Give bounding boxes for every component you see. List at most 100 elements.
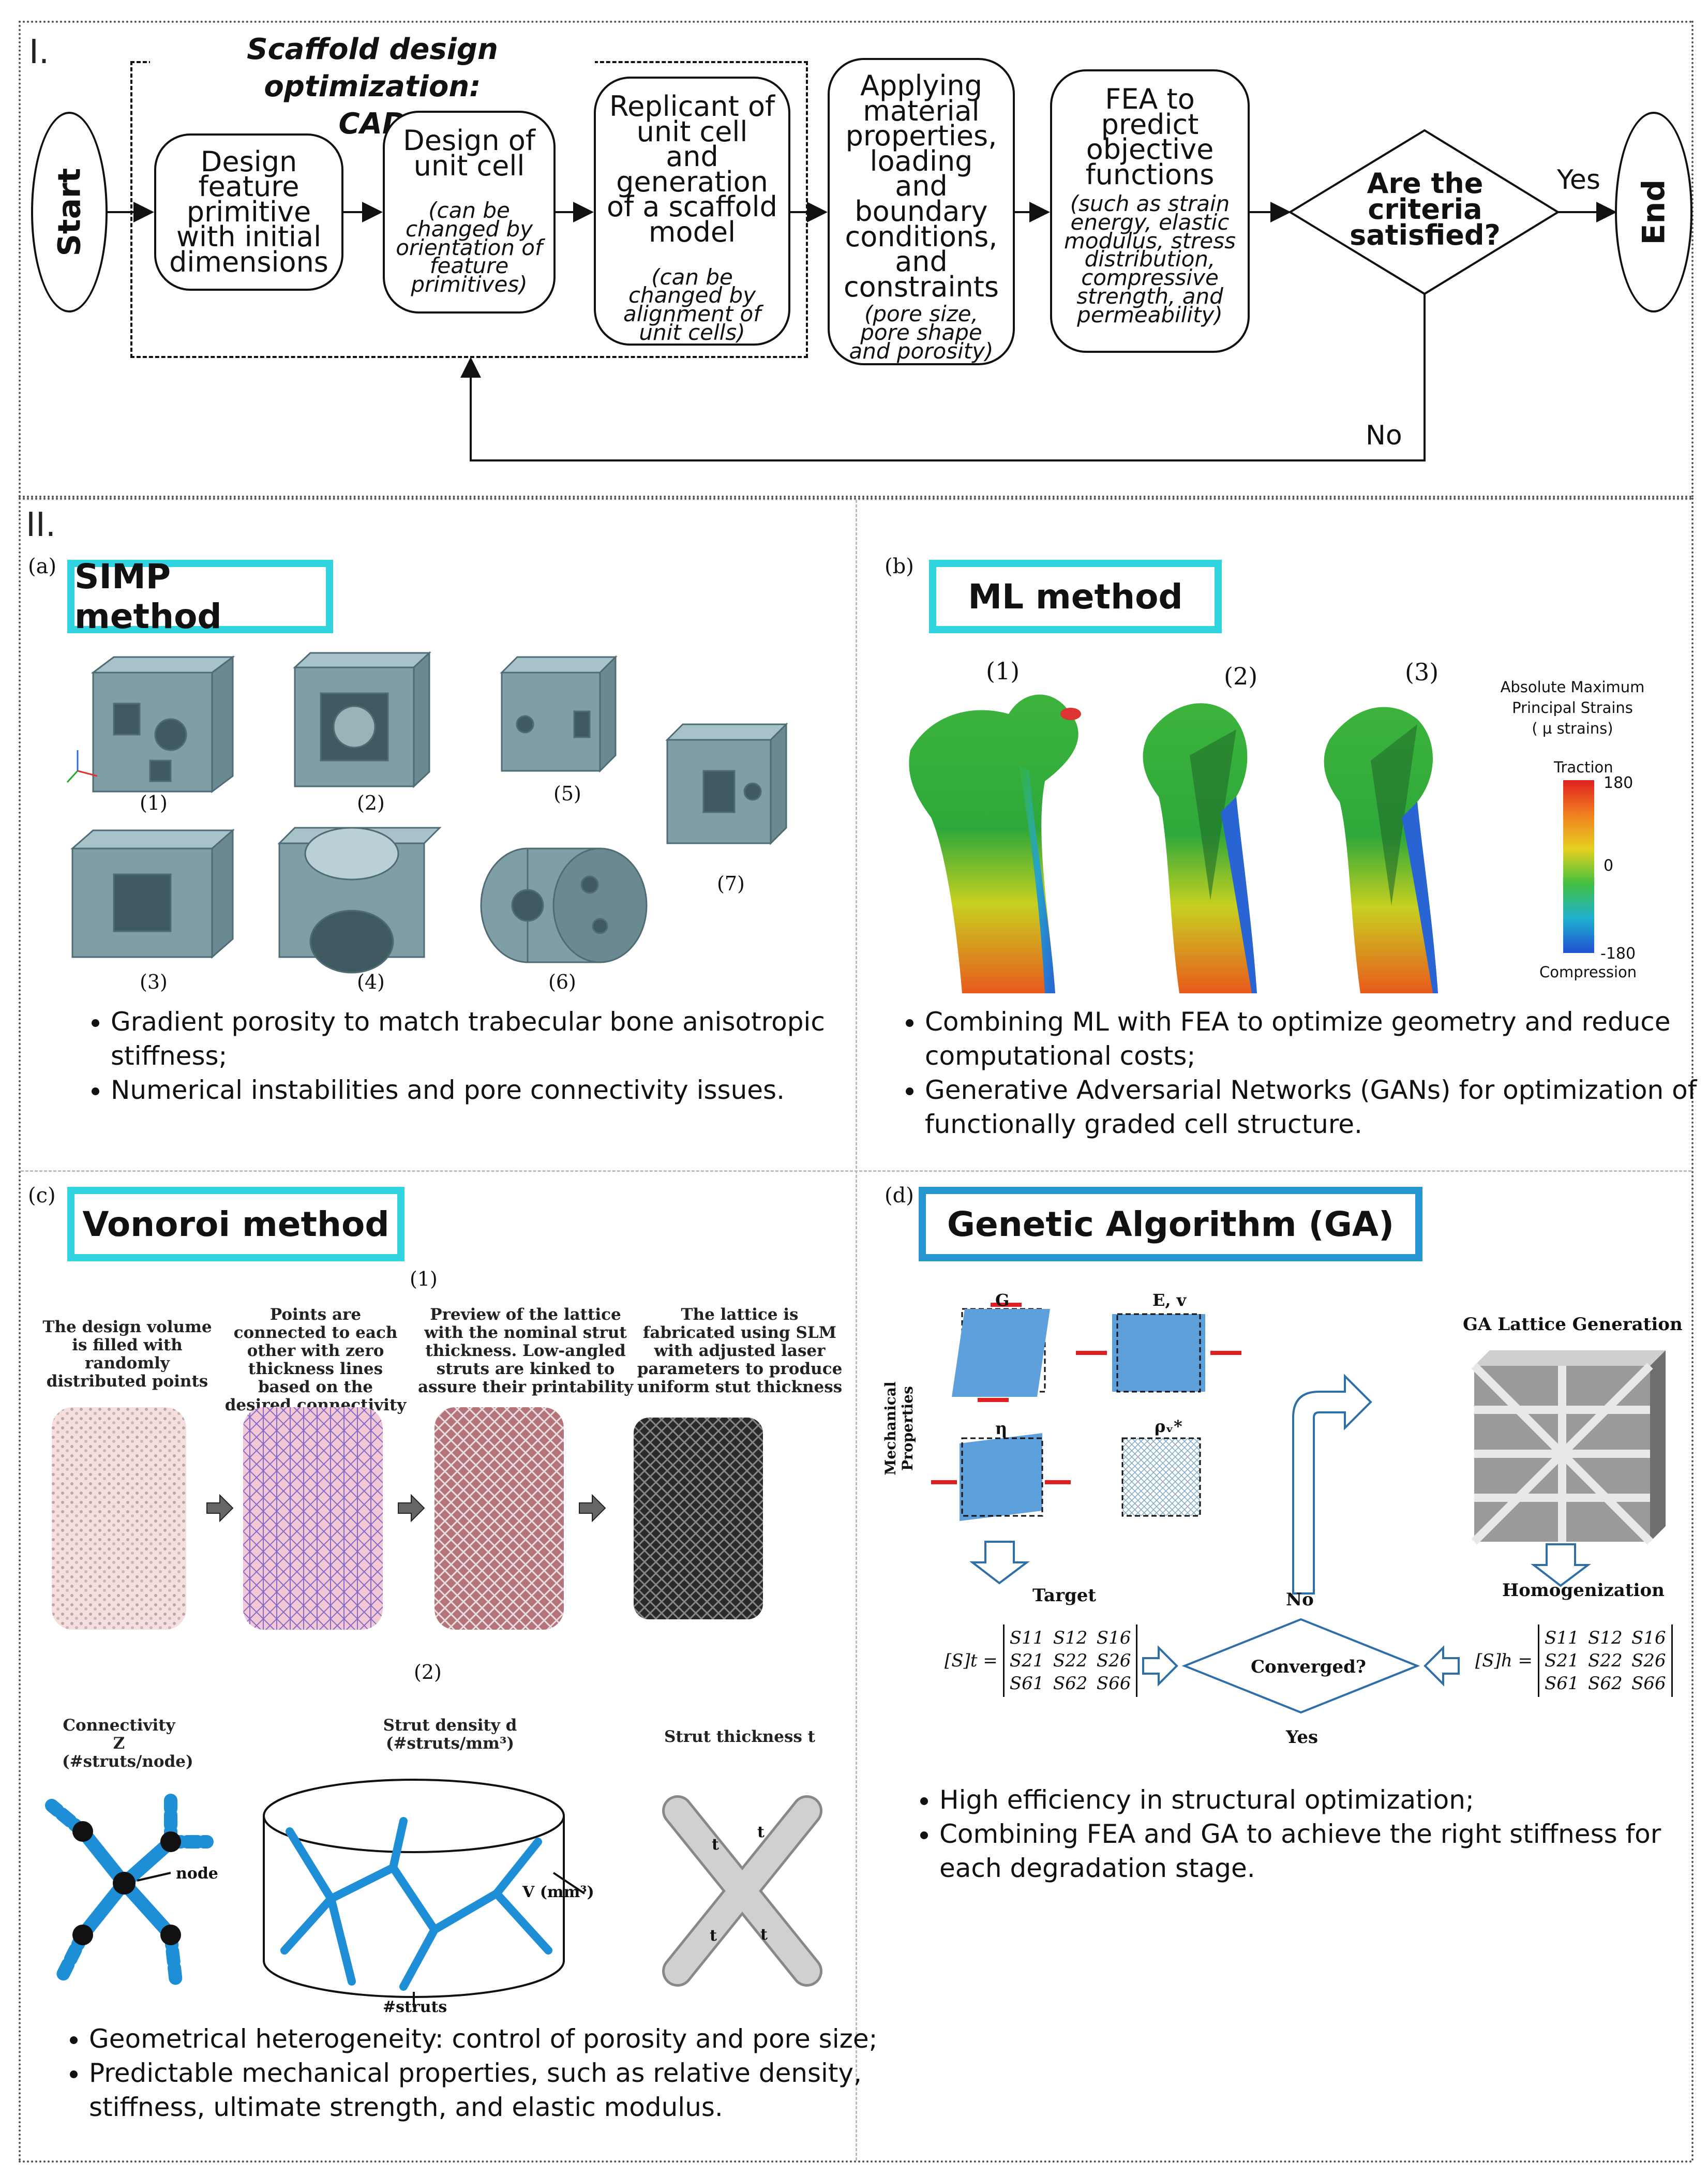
panel-d-bullet-2: Combining FEA and GA to achieve the righ… bbox=[939, 1817, 1708, 1885]
section-1-frame bbox=[19, 21, 1694, 498]
panel-d-bullet-1: High efficiency in structural optimizati… bbox=[939, 1783, 1708, 1817]
simp-cell-4 bbox=[277, 827, 442, 974]
density-box bbox=[1121, 1437, 1201, 1517]
step-design-feature-primitive: Design feature primitive with initial di… bbox=[154, 133, 343, 291]
section-2-label: II. bbox=[26, 506, 56, 544]
thickness-t-2: t bbox=[757, 1823, 765, 1841]
femur-2 bbox=[1143, 703, 1257, 993]
axis-triad bbox=[66, 750, 98, 783]
panel-b-letter: (b) bbox=[885, 555, 914, 578]
legend-title-line3: ( µ strains) bbox=[1532, 720, 1613, 737]
femur-1 bbox=[909, 694, 1081, 993]
ml-caption-3: (3) bbox=[1405, 658, 1439, 686]
legend-compression: Compression bbox=[1539, 963, 1637, 981]
process-arrow-2 bbox=[398, 1494, 425, 1523]
label-G: G bbox=[995, 1290, 1010, 1310]
legend-tick-min: -180 bbox=[1600, 945, 1636, 963]
voronoi-cylinder-preview bbox=[435, 1407, 564, 1630]
label-eta: η bbox=[995, 1419, 1008, 1438]
ga-figure bbox=[931, 1303, 1666, 1714]
voronoi-step-4: The lattice is fabricated using SLM with… bbox=[637, 1305, 843, 1396]
section-2-frame bbox=[19, 498, 1694, 2163]
sh-s12: S12 bbox=[1588, 1628, 1623, 1648]
end-label: End bbox=[1636, 179, 1672, 245]
panel-a-title: SIMP method bbox=[67, 557, 333, 636]
femur-3 bbox=[1324, 707, 1438, 993]
node-label: node bbox=[176, 1865, 218, 1883]
thickness-t-4: t bbox=[760, 1926, 768, 1944]
voronoi-step-3: Preview of the lattice with the nominal … bbox=[418, 1305, 633, 1396]
strut-thickness-x bbox=[662, 1795, 822, 1987]
step2-note: (can be changed by orientation of featur… bbox=[396, 198, 543, 297]
homog-down-arrow bbox=[1531, 1543, 1591, 1587]
loop-arrow bbox=[1292, 1374, 1372, 1594]
step4-note: (pore size, pore shape and porosity) bbox=[849, 301, 994, 364]
label-rho: ρᵥ* bbox=[1155, 1417, 1182, 1436]
step5-note: (such as strain energy, elastic modulus,… bbox=[1064, 191, 1236, 327]
simp-cell-2 bbox=[293, 651, 431, 788]
target-label: Target bbox=[1032, 1585, 1097, 1606]
simp-cell-7 bbox=[665, 722, 788, 845]
converged-diamond bbox=[1181, 1618, 1420, 1714]
horizontal-divider bbox=[21, 1170, 1691, 1172]
voronoi-parameters-figure bbox=[45, 1779, 822, 2007]
st-s11: S11 bbox=[1009, 1628, 1044, 1648]
step-apply-material-properties: Applying material properties, loading an… bbox=[828, 58, 1015, 365]
process-arrow-3 bbox=[579, 1494, 606, 1523]
simp-caption-3: (3) bbox=[140, 971, 168, 993]
legend-title-line2: Principal Strains bbox=[1512, 699, 1633, 717]
panel-b-title: ML method bbox=[929, 560, 1222, 633]
target-down-arrow bbox=[969, 1541, 1030, 1585]
sh-s22: S22 bbox=[1588, 1650, 1623, 1671]
panel-b-bullet-1: Combining ML with FEA to optimize geomet… bbox=[925, 1005, 1708, 1073]
step2-main: Design of unit cell bbox=[403, 124, 535, 182]
sh-s66: S66 bbox=[1631, 1673, 1666, 1694]
sh-s21: S21 bbox=[1545, 1650, 1579, 1671]
simp-caption-7: (7) bbox=[717, 872, 745, 895]
panel-c-letter: (c) bbox=[28, 1184, 56, 1208]
st-s26: S26 bbox=[1096, 1650, 1131, 1671]
panel-d-title: Genetic Algorithm (GA) bbox=[919, 1187, 1422, 1261]
femur-strain-maps bbox=[909, 694, 1438, 993]
sh-s11: S11 bbox=[1545, 1628, 1579, 1648]
step4-main: Applying material properties, loading an… bbox=[843, 69, 999, 303]
simp-cell-6 bbox=[480, 847, 648, 963]
sh-label: [S]h = bbox=[1475, 1650, 1533, 1671]
st-s12: S12 bbox=[1053, 1628, 1088, 1648]
panel-c-title: Vonoroi method bbox=[67, 1187, 404, 1261]
ga-lattice-label: GA Lattice Generation bbox=[1463, 1314, 1683, 1335]
end-node: End bbox=[1615, 112, 1692, 312]
st-s21: S21 bbox=[1009, 1650, 1044, 1671]
step3-note: (can be changed by alignment of unit cel… bbox=[623, 264, 761, 345]
voronoi-cylinder-points bbox=[52, 1407, 186, 1630]
step-replicant-unit-cell: Replicant of unit cell and generation of… bbox=[594, 77, 790, 346]
label-Ev: E, v bbox=[1152, 1290, 1187, 1310]
no-label: No bbox=[1366, 420, 1402, 451]
simp-cell-3 bbox=[70, 828, 235, 959]
simp-caption-6: (6) bbox=[548, 971, 576, 993]
ml-caption-1: (1) bbox=[986, 657, 1020, 685]
ga-lattice-block bbox=[1471, 1350, 1666, 1545]
step-fea-predict: FEA to predict objective functions (such… bbox=[1050, 69, 1250, 353]
panel-c-bullet-1: Geometrical heterogeneity: control of po… bbox=[89, 2022, 880, 2056]
voronoi-sub-2: (2) bbox=[414, 1661, 442, 1683]
simp-caption-4: (4) bbox=[357, 971, 385, 993]
voronoi-param-3: Strut thickness t bbox=[664, 1727, 815, 1746]
simp-caption-2: (2) bbox=[357, 792, 385, 814]
struts-label: #struts bbox=[383, 1998, 447, 2016]
st-s62: S62 bbox=[1053, 1673, 1088, 1694]
loop-no-label: No bbox=[1286, 1589, 1314, 1610]
voronoi-param-1: Connectivity Z (#struts/node) bbox=[62, 1716, 193, 1771]
simp-caption-5: (5) bbox=[553, 782, 581, 805]
st-s22: S22 bbox=[1053, 1650, 1088, 1671]
simp-cell-1 bbox=[91, 655, 235, 793]
panel-d-bullets: High efficiency in structural optimizati… bbox=[906, 1783, 1708, 1885]
decision-diamond bbox=[1288, 129, 1560, 295]
volume-label: V (mm³) bbox=[522, 1883, 594, 1901]
thickness-t-3: t bbox=[710, 1927, 717, 1945]
voronoi-param-2: Strut density d (#struts/mm³) bbox=[383, 1716, 517, 1753]
simp-cell-5 bbox=[500, 655, 618, 773]
